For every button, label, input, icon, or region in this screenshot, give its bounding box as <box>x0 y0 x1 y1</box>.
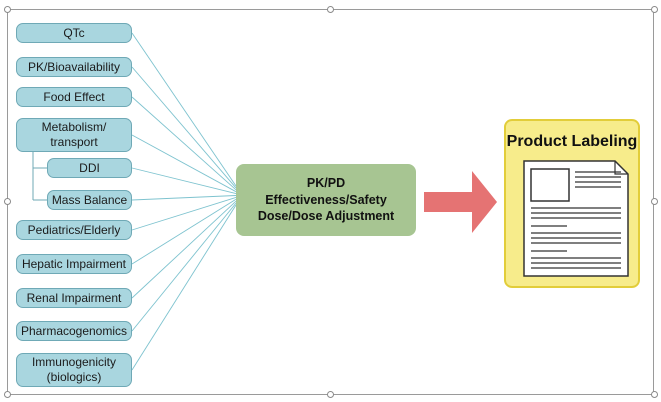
connector-line <box>131 134 237 193</box>
connector-line <box>131 204 237 371</box>
resize-handle-bottom-right[interactable] <box>651 391 658 398</box>
pkpd-center-box: PK/PD Effectiveness/Safety Dose/Dose Adj… <box>236 164 416 236</box>
connector-line <box>131 96 237 191</box>
center-line-dose-adjustment: Dose/Dose Adjustment <box>257 209 395 224</box>
center-line-effectiveness-safety: Effectiveness/Safety <box>265 192 387 207</box>
connector-line <box>131 32 237 187</box>
center-line-pkpd: PK/PD <box>306 175 346 190</box>
document-icon <box>523 160 629 277</box>
resize-handle-top-right[interactable] <box>651 6 658 13</box>
item-ddi: DDI <box>47 158 132 178</box>
product-labeling-title: Product Labeling <box>506 133 638 150</box>
connector-line <box>131 198 237 265</box>
item-metabolism-transport: Metabolism/ transport <box>16 118 132 152</box>
resize-handle-right[interactable] <box>651 198 658 205</box>
item-pharmacogenomics: Pharmacogenomics <box>16 321 132 341</box>
metabolism-bracket <box>32 152 47 201</box>
resize-handle-left[interactable] <box>4 198 11 205</box>
resize-handle-bottom-left[interactable] <box>4 391 11 398</box>
item-immunogenicity: Immunogenicity (biologics) <box>16 353 132 387</box>
item-qtc: QTc <box>16 23 132 43</box>
product-labeling-box: Product Labeling <box>504 119 640 288</box>
resize-handle-top[interactable] <box>327 6 334 13</box>
connector-line <box>131 167 237 195</box>
arrow-right <box>424 171 497 233</box>
item-mass-balance: Mass Balance <box>47 190 132 210</box>
item-pediatrics-elderly: Pediatrics/Elderly <box>16 220 132 240</box>
resize-handle-bottom[interactable] <box>327 391 334 398</box>
connector-line <box>131 195 237 201</box>
connector-line <box>131 196 237 231</box>
item-hepatic-impairment: Hepatic Impairment <box>16 254 132 274</box>
connector-line <box>131 200 237 299</box>
item-pk-bioavailability: PK/Bioavailability <box>16 57 132 77</box>
connector-line <box>131 66 237 189</box>
item-renal-impairment: Renal Impairment <box>16 288 132 308</box>
resize-handle-top-left[interactable] <box>4 6 11 13</box>
connector-line <box>131 202 237 332</box>
item-food-effect: Food Effect <box>16 87 132 107</box>
